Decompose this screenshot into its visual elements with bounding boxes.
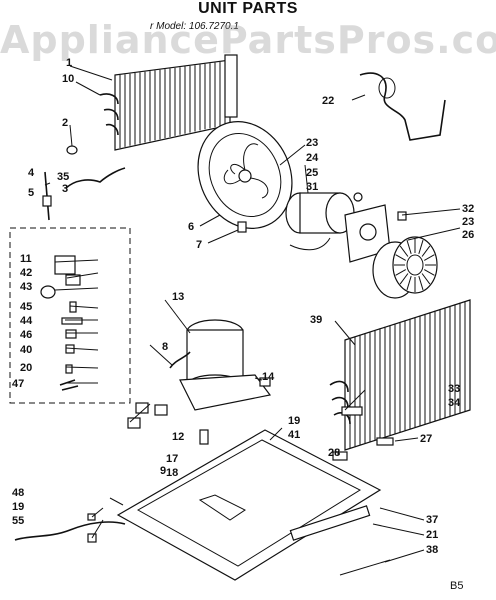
control-components	[40, 255, 83, 391]
wire-harness	[14, 521, 126, 541]
part-label: 19	[12, 501, 24, 513]
part-label: 3	[62, 183, 68, 195]
part-label: 48	[12, 487, 24, 499]
part-label: 1	[66, 57, 72, 69]
part-label: 9	[160, 465, 166, 477]
part-label: 43	[20, 281, 32, 293]
part-label: 44	[20, 315, 33, 327]
part-label: 14	[262, 371, 275, 383]
part-label: 25	[306, 167, 318, 179]
leader-lines	[44, 65, 461, 563]
part-label: 8	[162, 341, 168, 353]
part-label: 23	[462, 216, 474, 228]
condenser-coil	[329, 299, 471, 451]
part-number-labels: 1 10 2 35 3 4 5 22 23 24 25 31 6 7 32 23…	[12, 57, 474, 556]
part-label: 10	[62, 73, 74, 85]
part-label: 5	[28, 187, 34, 199]
part-label: 4	[28, 167, 35, 179]
part-label: 47	[12, 378, 24, 390]
part-label: 18	[166, 467, 178, 479]
part-label: 41	[288, 429, 300, 441]
fan-blade-assembly	[197, 121, 293, 233]
part-label: 31	[306, 181, 318, 193]
part-label: 35	[57, 171, 69, 183]
part-label: 2	[62, 117, 68, 129]
fan-motor	[285, 192, 391, 263]
part-label: 13	[172, 291, 184, 303]
part-label: 42	[20, 267, 32, 279]
part-label: 17	[166, 453, 178, 465]
part-label: 40	[20, 344, 32, 356]
part-label: 19	[288, 415, 300, 427]
part-label: 20	[20, 362, 32, 374]
model-number: r Model: 106.7270.1	[150, 21, 239, 32]
part-label: 34	[448, 397, 461, 409]
diagram-title: UNIT PARTS	[198, 0, 298, 17]
evaporator-coil	[99, 54, 238, 151]
screw	[87, 513, 96, 521]
base-pan	[116, 429, 394, 581]
part-label: 38	[426, 544, 438, 556]
part-label: 45	[20, 301, 32, 313]
capillary-tube-parts	[42, 145, 126, 221]
part-label: 27	[420, 433, 432, 445]
part-label: 26	[462, 229, 474, 241]
part-label: 39	[310, 314, 322, 326]
part-label: 33	[448, 383, 460, 395]
watermark: AppliancePartsPros.com	[0, 18, 496, 62]
compressor	[127, 319, 272, 445]
part-label: 23	[306, 137, 318, 149]
part-label: 11	[20, 253, 32, 265]
part-label: 22	[322, 95, 334, 107]
part-label: 24	[306, 152, 319, 164]
part-label: 7	[196, 239, 202, 251]
part-label: 12	[172, 431, 184, 443]
part-label: 28	[328, 447, 340, 459]
blower-wheel	[372, 211, 438, 299]
part-label: 32	[462, 203, 474, 215]
part-label: 55	[12, 515, 24, 527]
cord-loop	[378, 77, 396, 99]
part-label: 21	[426, 529, 438, 541]
control-parts-group	[9, 227, 131, 404]
part-label: 46	[20, 329, 32, 341]
part-label: 37	[426, 514, 438, 526]
power-cord-clip	[359, 72, 446, 141]
part-label: 6	[188, 221, 194, 233]
diagram-code: B5	[450, 580, 464, 592]
